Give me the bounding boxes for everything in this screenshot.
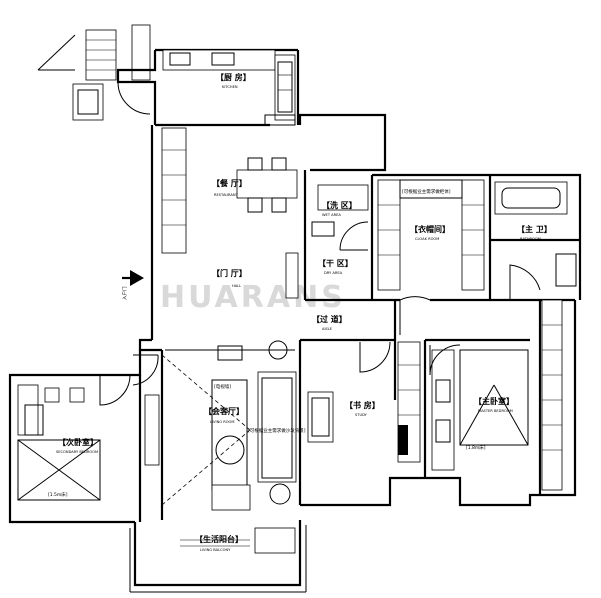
kitchen-door xyxy=(117,81,151,115)
wash-basin xyxy=(317,184,369,211)
aisle-label-en: AISLE xyxy=(322,327,333,331)
study-label-en: STUDY xyxy=(355,413,368,417)
master-bedroom-label: 【主卧室】 xyxy=(474,396,514,406)
exterior-walls xyxy=(8,48,582,593)
kitchen-label: 【厨 房】 xyxy=(216,72,251,82)
master-bed xyxy=(431,299,563,491)
kitchen-label-en: KITCHEN xyxy=(222,85,238,89)
second-bed-size: [1.5m床] xyxy=(48,491,68,498)
master-bath-label: 【主 卫】 xyxy=(517,224,552,234)
tv-wall-label: [电视墙] xyxy=(214,383,231,390)
master-bed-size: [1.8m床] xyxy=(466,444,486,451)
study-label: 【书 房】 xyxy=(345,400,380,410)
cloak-note: [可根据业主需求做柜体] xyxy=(402,188,451,195)
toilet xyxy=(555,253,577,287)
dry-area-label-en: DRY AREA xyxy=(324,271,343,275)
balcony-label-en: LIVING BALCONY xyxy=(200,548,231,552)
study-furniture xyxy=(307,341,421,463)
dining-cabinet xyxy=(161,127,187,254)
balcony-label: 【生活阳台】 xyxy=(195,534,243,544)
cloak-room-label: 【衣帽间】 xyxy=(410,224,450,234)
second-bedroom-label-en: SECONDARY BEDROOM xyxy=(56,450,98,454)
kitchen-cabinets xyxy=(162,49,296,126)
living-furniture xyxy=(144,340,297,511)
sofa-note: [可根据业主需求做沙发背景] xyxy=(248,427,306,434)
entrance-label: 入户门 xyxy=(121,286,128,300)
master-bath-label-en: BATHROOM xyxy=(520,237,541,241)
north-symbol-icon xyxy=(37,24,151,121)
cloak-cabinets xyxy=(377,179,485,291)
wash-area-label: 【洗 区】 xyxy=(322,200,357,210)
cloak-room-label-en: CLOAK ROOM xyxy=(415,237,439,241)
balcony-fixtures xyxy=(180,527,296,554)
bathtub xyxy=(494,181,568,215)
second-bedroom-label: 【次卧室】 xyxy=(58,437,98,447)
watermark: HUARANS xyxy=(160,280,346,315)
restaurant-label-en: RESTAURANT xyxy=(214,193,239,197)
living-room-label-en: LIVING ROOM xyxy=(210,420,234,424)
entrance-arrow-icon xyxy=(122,270,144,286)
second-bed xyxy=(17,384,101,501)
living-room-label: 【会客厅】 xyxy=(204,406,244,416)
shoe-cabinet xyxy=(285,252,299,299)
wash-area-label-en: WET AREA xyxy=(322,213,341,217)
dry-area-label: 【干 区】 xyxy=(318,258,353,268)
aisle-label: 【过 道】 xyxy=(312,314,347,324)
restaurant-label: 【餐 厅】 xyxy=(212,178,247,188)
master-bedroom-label-en: MASTER BEDROOM xyxy=(478,409,513,413)
interior-walls xyxy=(138,238,580,522)
hall-label: 【门 厅】 xyxy=(212,268,247,278)
dining-table xyxy=(236,157,298,213)
hall-label-en: HALL xyxy=(232,284,241,288)
